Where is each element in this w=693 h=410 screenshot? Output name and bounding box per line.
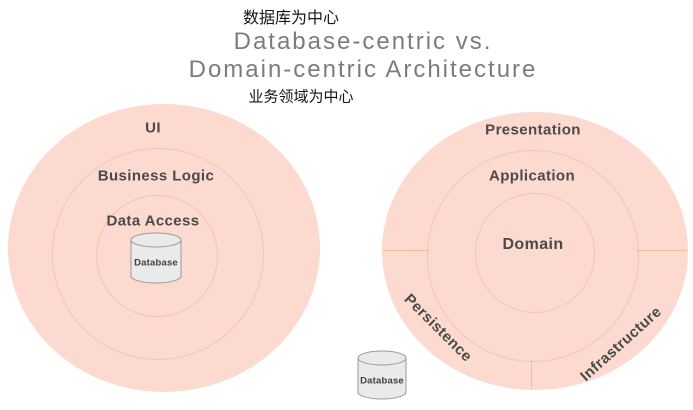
database-label: Database (134, 257, 178, 269)
sector-divider-bottom (531, 360, 532, 389)
label-domain-centric-zh: 业务领域为中心 (248, 88, 354, 106)
sector-divider-left (383, 250, 429, 251)
database-label: Database (360, 375, 404, 387)
left-inner-circle-data-access (96, 195, 218, 317)
page-title-line1: Database-centric vs. (233, 28, 493, 55)
presentation-label: Presentation (485, 121, 581, 139)
label-database-centric-zh: 数据库为中心 (242, 10, 340, 27)
business-logic-label: Business Logic (97, 167, 215, 185)
page-title-line2: Domain-centric Architecture (188, 56, 538, 83)
sector-divider-right (636, 250, 687, 251)
application-label: Application (488, 167, 576, 185)
left-middle-circle-business-logic (52, 148, 264, 360)
data-access-label: Data Access (106, 212, 200, 230)
ui-label: UI (145, 119, 161, 137)
database-cylinder-icon (357, 350, 407, 400)
domain-label: Domain (502, 236, 564, 253)
right-inner-circle-domain (475, 193, 595, 313)
page-title: Database-centric vs. Domain-centric Arch… (189, 28, 538, 84)
right-middle-circle-application (427, 150, 639, 362)
database-cylinder-icon (130, 232, 182, 284)
